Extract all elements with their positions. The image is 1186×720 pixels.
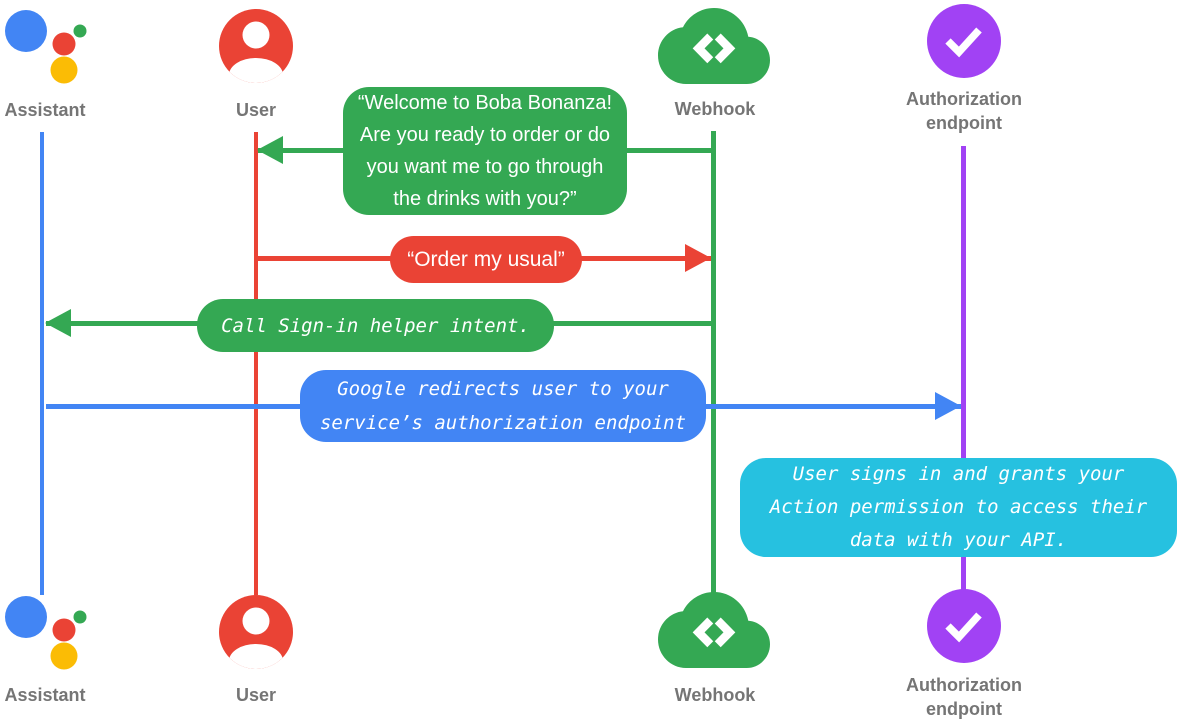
assistant-label: Assistant xyxy=(4,100,86,120)
google-assistant-icon xyxy=(2,4,92,88)
webhook-cloud-code-icon xyxy=(658,8,770,84)
signin-intent-bubble: Call Sign-in helper intent. xyxy=(197,299,554,352)
redirect-arrowhead-right-icon xyxy=(935,392,961,420)
redirect-note-bubble: Google redirects user to your service’s … xyxy=(300,370,706,442)
user-label: User xyxy=(235,100,277,120)
assistant-label: Assistant xyxy=(4,685,86,705)
authorization-checkmark-icon xyxy=(925,587,1003,665)
welcome-arrowhead-left-icon xyxy=(257,136,283,164)
webhook-cloud-code-icon xyxy=(658,592,770,668)
authorization-lifeline xyxy=(961,146,966,590)
user-lifeline xyxy=(254,132,258,595)
user-grants-note-bubble: User signs in and grants your Action per… xyxy=(740,458,1177,557)
assistant-lifeline xyxy=(40,132,44,595)
authorization-checkmark-icon xyxy=(925,2,1003,80)
order-message-bubble: “Order my usual” xyxy=(390,236,582,283)
welcome-message-bubble: “Welcome to Boba Bonanza! Are you ready … xyxy=(343,87,627,215)
order-arrowhead-right-icon xyxy=(685,244,711,272)
signin-arrowhead-left-icon xyxy=(45,309,71,337)
google-assistant-icon xyxy=(2,590,92,674)
user-person-icon xyxy=(216,6,296,86)
webhook-label: Webhook xyxy=(674,685,756,705)
webhook-label: Webhook xyxy=(674,99,756,119)
webhook-lifeline xyxy=(711,131,716,598)
user-person-icon xyxy=(216,592,296,672)
user-label: User xyxy=(235,685,277,705)
authorization-endpoint-label: Authorization endpoint xyxy=(906,675,1022,719)
authorization-endpoint-label: Authorization endpoint xyxy=(906,89,1022,133)
